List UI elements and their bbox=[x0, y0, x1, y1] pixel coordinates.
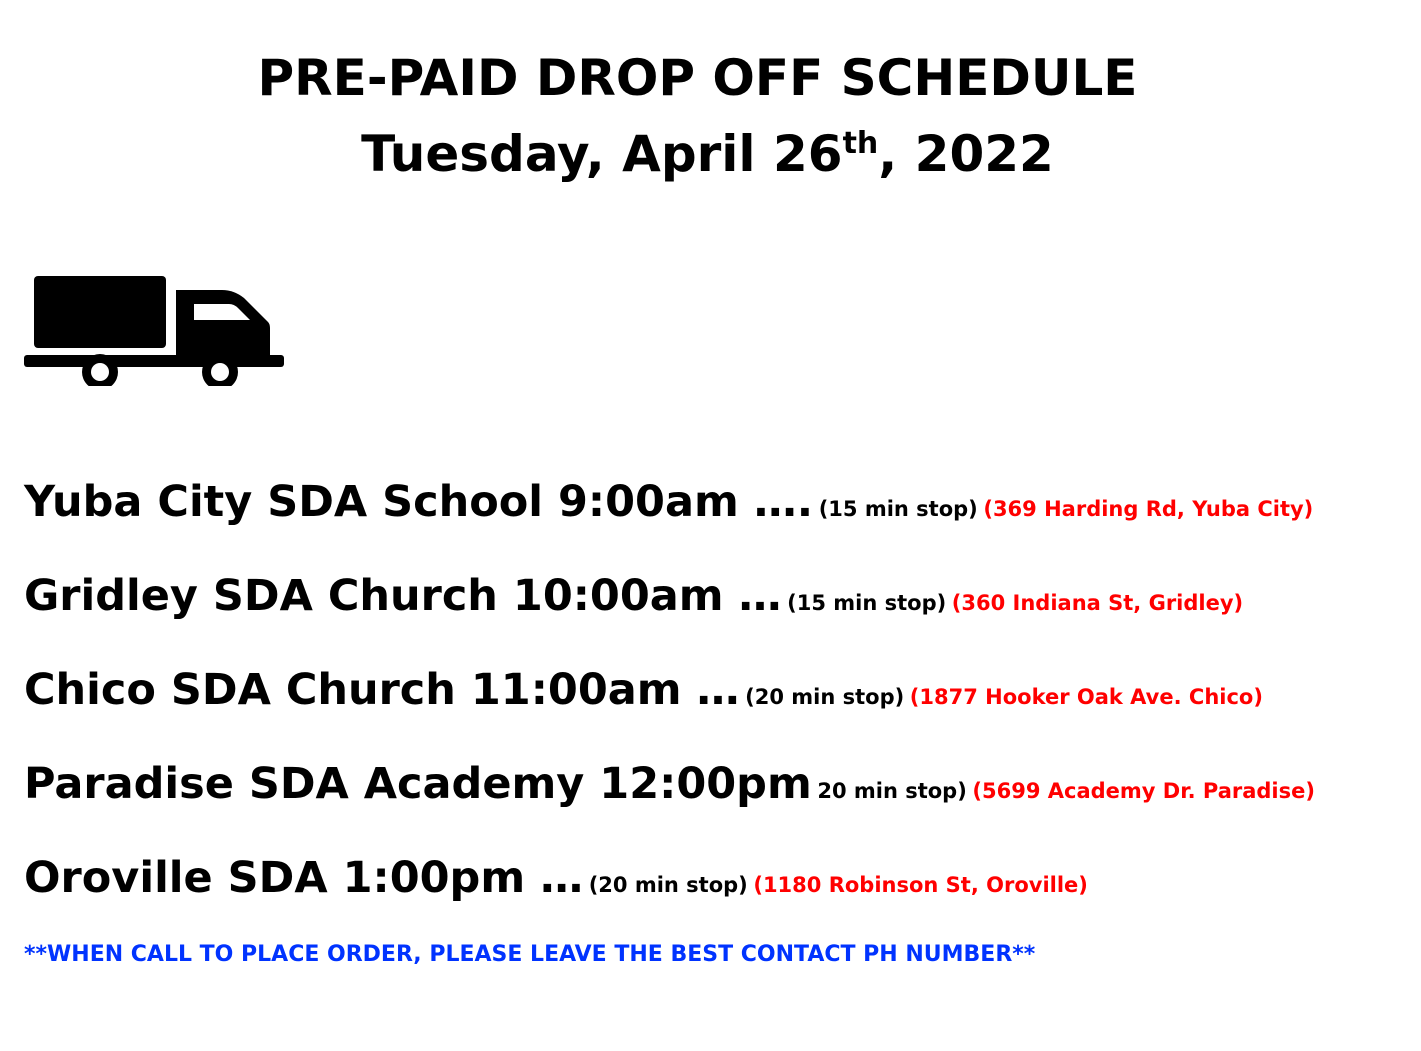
stop-location-time: Yuba City SDA School 9:00am …. bbox=[24, 477, 814, 527]
page-title: PRE-PAID DROP OFF SCHEDULE bbox=[257, 49, 1138, 107]
stop-duration: (15 min stop) bbox=[787, 591, 947, 615]
stop-location-time: Paradise SDA Academy 12:00pm bbox=[24, 759, 812, 809]
truck-icon bbox=[24, 276, 284, 386]
stop-address: (360 Indiana St, Gridley) bbox=[951, 591, 1244, 615]
stop-address: (1180 Robinson St, Oroville) bbox=[753, 873, 1088, 897]
stop-duration: 20 min stop) bbox=[817, 779, 967, 803]
stop-row-yuba-city: Yuba City SDA School 9:00am …. (15 min s… bbox=[24, 475, 1313, 529]
stop-row-chico: Chico SDA Church 11:00am … (20 min stop)… bbox=[24, 663, 1263, 717]
stop-duration: (20 min stop) bbox=[588, 873, 748, 897]
stop-location-time: Gridley SDA Church 10:00am … bbox=[24, 571, 782, 621]
stop-duration: (20 min stop) bbox=[745, 685, 905, 709]
stop-duration: (15 min stop) bbox=[818, 497, 978, 521]
stop-location-time: Oroville SDA 1:00pm … bbox=[24, 853, 584, 903]
stop-address: (1877 Hooker Oak Ave. Chico) bbox=[909, 685, 1263, 709]
schedule-date: Tuesday, April 26th, 2022 bbox=[10, 124, 1405, 192]
date-ordinal-suffix: th bbox=[842, 126, 879, 161]
stop-row-oroville: Oroville SDA 1:00pm … (20 min stop) (118… bbox=[24, 851, 1088, 905]
contact-note: **WHEN CALL TO PLACE ORDER, PLEASE LEAVE… bbox=[24, 942, 1036, 967]
stop-row-gridley: Gridley SDA Church 10:00am … (15 min sto… bbox=[24, 569, 1243, 623]
date-year: , 2022 bbox=[878, 125, 1054, 183]
stop-row-paradise: Paradise SDA Academy 12:00pm 20 min stop… bbox=[24, 757, 1315, 811]
stop-location-time: Chico SDA Church 11:00am … bbox=[24, 665, 740, 715]
stop-address: (5699 Academy Dr. Paradise) bbox=[972, 779, 1315, 803]
stop-address: (369 Harding Rd, Yuba City) bbox=[983, 497, 1314, 521]
date-prefix: Tuesday, April 26 bbox=[361, 125, 843, 183]
